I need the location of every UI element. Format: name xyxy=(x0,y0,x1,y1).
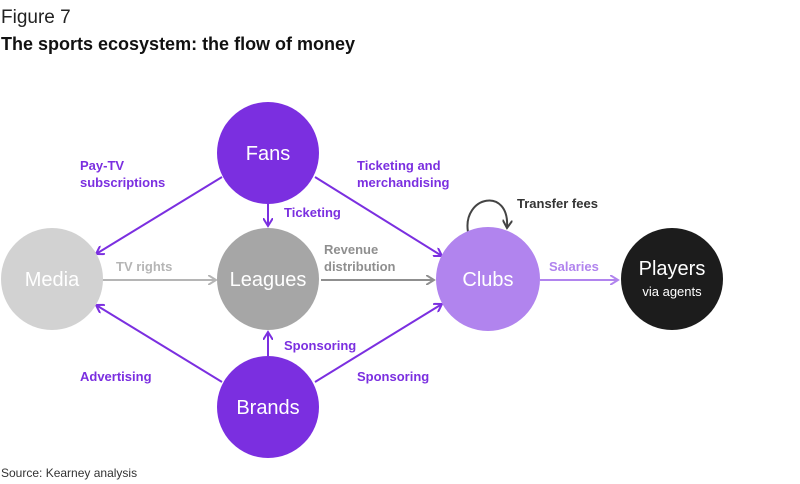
label-salaries: Salaries xyxy=(549,259,599,274)
edge-transfer-fees-loop xyxy=(466,199,507,233)
node-fans-label: Fans xyxy=(246,143,290,165)
label-ticketing-merch-line1: Ticketing and xyxy=(357,158,441,173)
label-ticketing-merch-line2: merchandising xyxy=(357,175,450,190)
source-note: Source: Kearney analysis xyxy=(1,466,138,480)
node-players-label: Players xyxy=(639,258,706,280)
label-advertising: Advertising xyxy=(80,369,152,384)
node-clubs-label: Clubs xyxy=(462,269,513,291)
label-revenue-line1: Revenue xyxy=(324,242,378,257)
figure-title: The sports ecosystem: the flow of money xyxy=(1,34,356,54)
edge-brands-media xyxy=(96,305,223,383)
edge-fans-media xyxy=(96,176,223,254)
node-players xyxy=(621,228,723,330)
node-media-label: Media xyxy=(25,269,80,291)
label-pay-tv-line1: Pay-TV xyxy=(80,158,124,173)
label-sponsoring-clubs: Sponsoring xyxy=(357,369,429,384)
node-leagues xyxy=(217,228,319,330)
node-players-sublabel: via agents xyxy=(642,284,702,299)
label-transfer-fees: Transfer fees xyxy=(517,196,598,211)
label-ticketing: Ticketing xyxy=(284,205,341,220)
edge-brands-clubs xyxy=(314,304,442,383)
label-sponsoring-leagues: Sponsoring xyxy=(284,338,356,353)
label-pay-tv-line2: subscriptions xyxy=(80,175,165,190)
label-revenue-line2: distribution xyxy=(324,259,396,274)
edge-fans-clubs xyxy=(314,176,442,256)
node-brands-label: Brands xyxy=(236,397,299,419)
node-leagues-label: Leagues xyxy=(230,269,307,291)
node-media xyxy=(1,228,103,330)
figure-label: Figure 7 xyxy=(1,7,71,28)
node-clubs xyxy=(436,227,540,331)
label-tv-rights: TV rights xyxy=(116,259,172,274)
node-brands xyxy=(217,356,319,458)
node-fans xyxy=(217,102,319,204)
